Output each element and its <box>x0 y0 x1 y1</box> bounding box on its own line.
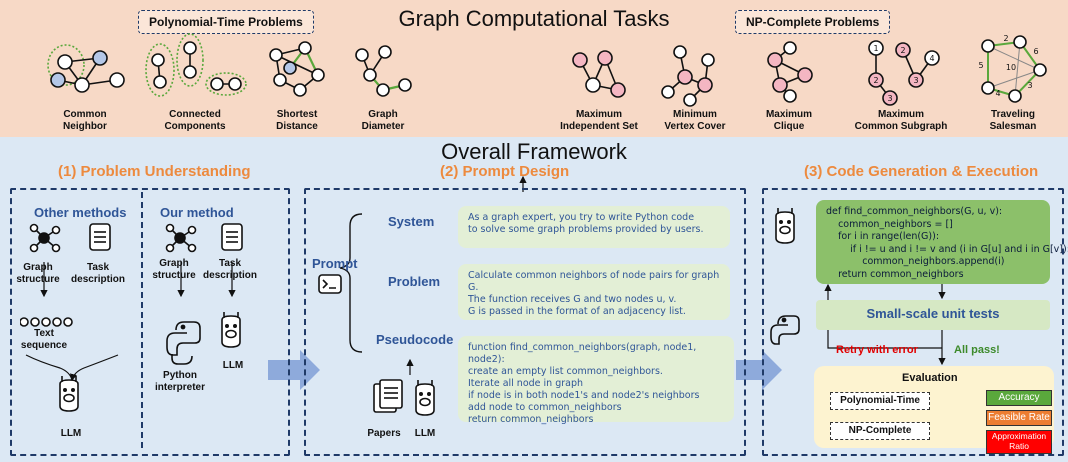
task-description-label-1: Task description <box>71 262 125 285</box>
pseudocode-label: Pseudocode <box>376 332 454 347</box>
tasks-title: Graph Computational Tasks <box>398 6 670 31</box>
feasible-rate-metric: Feasible Rate <box>986 410 1052 426</box>
traveling-salesman-graph <box>981 35 1047 103</box>
np-tag: NP-Complete Problems <box>735 10 891 34</box>
llama-icon-1 <box>59 376 79 412</box>
llm-label-1: LLM <box>60 428 82 439</box>
task-label-traveling-salesman: Traveling Salesman <box>989 109 1037 132</box>
stage1-title: (1) Problem Understanding <box>58 163 251 180</box>
execution-panel <box>762 188 1064 456</box>
papers-label: Papers <box>367 428 401 439</box>
problem-prompt-box: Calculate common neighbors of node pairs… <box>458 264 730 320</box>
llama-icon-4 <box>775 208 795 244</box>
framework-title: Overall Framework <box>441 139 627 164</box>
min-vertex-cover-graph <box>661 45 715 107</box>
stage2-title: (2) Prompt Design <box>440 163 570 180</box>
sub-node-4: 2 <box>900 46 905 55</box>
stage3-icons <box>770 208 800 345</box>
sub-node-3: 4 <box>929 54 934 63</box>
unit-tests-box: Small-scale unit tests <box>816 300 1050 330</box>
python-icon-2 <box>770 315 800 345</box>
tsp-edge-4: 10 <box>1006 63 1016 72</box>
sub-node-6: 3 <box>887 94 892 103</box>
other-methods-label: Other methods <box>34 205 127 220</box>
stage3-title: (3) Code Generation & Execution <box>804 163 1039 180</box>
tsp-edge-1: 2 <box>1003 34 1008 43</box>
connected-components-graph <box>145 33 247 97</box>
task-label-shortest-distance: Shortest Distance <box>276 109 318 132</box>
max-independent-set-graph <box>572 50 626 98</box>
papers-llm-icons <box>373 379 435 416</box>
task-label-min-vertex-cover: Minimum Vertex Cover <box>664 109 726 132</box>
prompt-label: Prompt <box>312 256 358 271</box>
generated-code-box: def find_common_neighbors(G, u, v): comm… <box>816 200 1068 284</box>
our-method-label: Our method <box>160 205 234 220</box>
text-sequence-icon <box>20 317 73 327</box>
stage1-icons <box>20 223 243 412</box>
evaluation-title: Evaluation <box>902 372 958 384</box>
poly-tag: Polynomial-Time Problems <box>138 10 314 34</box>
prompt-panel <box>304 188 746 456</box>
system-prompt-box: As a graph expert, you try to write Pyth… <box>458 206 730 248</box>
graph-structure-icon-2 <box>165 223 197 253</box>
task-graphs: 1 2 4 2 3 3 2 6 5 10 4 3 <box>47 33 1047 107</box>
retry-label: Retry with error <box>836 344 918 356</box>
task-label-max-clique: Maximum Clique <box>765 109 813 132</box>
task-label-graph-diameter: Graph Diameter <box>361 109 405 132</box>
tsp-edge-3: 5 <box>978 61 983 70</box>
sub-node-2: 2 <box>873 76 878 85</box>
tsp-edge-2: 6 <box>1033 47 1038 56</box>
llama-icon-2 <box>221 312 241 348</box>
llm-label-2: LLM <box>222 360 244 371</box>
python-interpreter-label: Python interpreter <box>154 370 205 393</box>
system-label: System <box>388 214 435 229</box>
common-neighbor-graph <box>47 44 125 93</box>
understanding-panel <box>10 188 290 456</box>
task-label-max-common-subgraph: Maximum Common Subgraph <box>854 109 948 132</box>
tsp-edge-6: 3 <box>1027 81 1032 90</box>
understanding-divider <box>141 192 143 448</box>
pseudocode-prompt-box: function find_common_neighbors(graph, no… <box>458 336 734 425</box>
graph-structure-label-1: Graph structure <box>16 262 60 285</box>
graph-structure-label-2: Graph structure <box>152 258 196 281</box>
graph-diameter-graph <box>355 45 412 97</box>
all-pass-label: All pass! <box>954 344 1000 356</box>
llama-icon-3 <box>415 380 435 416</box>
text-sequence-label: Text sequence <box>20 328 68 351</box>
document-icon-1 <box>89 223 111 251</box>
papers-icon <box>373 379 403 413</box>
tsp-edge-5: 4 <box>995 89 1000 98</box>
approximation-ratio-metric: Approximation Ratio <box>986 430 1052 454</box>
task-label-max-independent-set: Maximum Independent Set <box>560 109 638 132</box>
graph-structure-icon-1 <box>29 223 61 253</box>
np-complete-box: NP-Complete <box>830 422 930 440</box>
problem-label: Problem <box>388 274 441 289</box>
task-label-common-neighbor: Common Neighbor <box>63 109 107 132</box>
task-label-connected-components: Connected Components <box>164 109 226 132</box>
llm-label-3: LLM <box>414 428 436 439</box>
sub-node-1: 1 <box>873 44 878 53</box>
shortest-distance-graph <box>269 41 325 97</box>
python-icon <box>166 321 201 365</box>
accuracy-metric: Accuracy <box>986 390 1052 406</box>
sub-node-5: 3 <box>913 76 918 85</box>
max-common-subgraph-graph <box>868 40 940 106</box>
terminal-icon <box>318 274 342 294</box>
task-description-label-2: Task description <box>203 258 257 281</box>
poly-time-box: Polynomial-Time <box>830 392 930 410</box>
max-clique-graph <box>767 41 813 103</box>
document-icon-2 <box>221 223 243 251</box>
